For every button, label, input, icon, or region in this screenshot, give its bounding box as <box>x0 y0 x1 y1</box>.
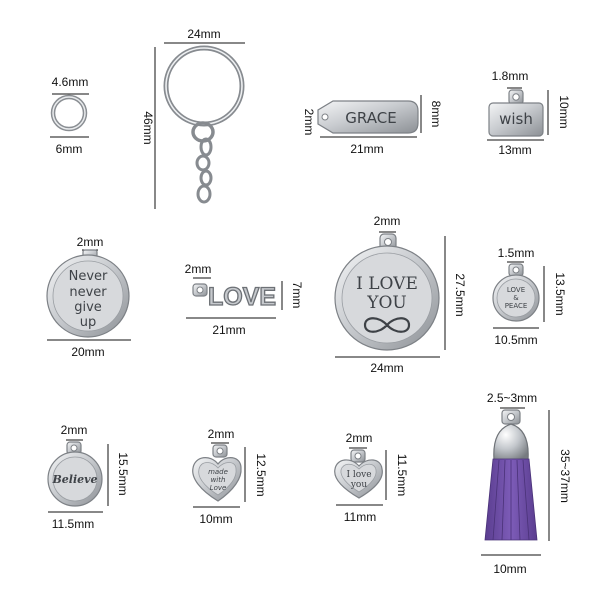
wish-height-label: 10mm <box>557 95 571 128</box>
tassel-item: 2.5~3mm 35~37mm 10mm <box>481 391 572 576</box>
believe-item: 2mm Believe 15.5mm 11.5mm <box>47 423 130 531</box>
grace-tag-hole <box>321 113 329 121</box>
key-ring-length-label: 46mm <box>141 111 155 144</box>
madewithlove-hole <box>216 447 224 455</box>
grace-tag-item: 2mm GRACE 8mm 21mm <box>302 95 443 156</box>
wish-hole-label: 1.8mm <box>492 69 529 83</box>
wish-tag-hole <box>512 93 520 101</box>
iloveyou-heart-item: 2mm I love you 11.5mm 11mm <box>334 431 409 524</box>
iloveyou-round-face <box>341 252 433 344</box>
iloveyou-round-hole-label: 2mm <box>374 214 401 228</box>
jump-ring-outer-label: 6mm <box>56 142 83 156</box>
madewithlove-line1: made <box>208 468 228 476</box>
key-ring-width-label: 24mm <box>187 27 220 41</box>
infinity-icon <box>363 317 411 333</box>
love-charm-text: LOVE <box>208 283 276 311</box>
madewithlove-height-label: 12.5mm <box>254 453 268 496</box>
key-ring-icon <box>163 45 245 204</box>
wish-tag-body <box>488 102 544 137</box>
grace-width-label: 21mm <box>350 142 383 156</box>
iloveyou-heart-line1: I love <box>346 470 371 480</box>
never-hole-label: 2mm <box>77 235 104 249</box>
believe-charm-hole <box>70 444 78 452</box>
tassel-cap <box>493 423 529 461</box>
jump-ring-item: 4.6mm 6mm <box>50 75 89 156</box>
believe-hole-label: 2mm <box>61 423 88 437</box>
love-charm-hole <box>196 286 204 294</box>
wish-tag-text: wish <box>499 110 533 128</box>
believe-charm-face <box>52 456 98 502</box>
believe-height-label: 15.5mm <box>116 452 130 495</box>
never-line4: up <box>80 315 97 330</box>
peace-height-label: 13.5mm <box>553 272 567 315</box>
peace-line1: LOVE <box>507 286 525 294</box>
iloveyou-heart-hole-label: 2mm <box>346 431 373 445</box>
iloveyou-round-line2: YOU <box>366 293 407 313</box>
peace-width-label: 10.5mm <box>494 333 537 347</box>
peace-charm-hole <box>512 266 520 274</box>
never-line2: never <box>69 285 107 300</box>
tassel-width-label: 10mm <box>493 562 526 576</box>
love-charm-item: 2mm LOVE 7mm 21mm <box>185 262 304 337</box>
tassel-hole-label: 2.5~3mm <box>487 391 537 405</box>
iloveyou-heart-line2: you <box>350 480 368 490</box>
grace-tag-text: GRACE <box>345 109 396 127</box>
love-peace-item: 1.5mm LOVE & PEACE 13.5mm 10.5mm <box>492 246 567 347</box>
wish-width-label: 13mm <box>498 143 531 157</box>
made-with-love-item: 2mm made with Love 12.5mm 10mm <box>192 427 268 526</box>
iloveyou-heart-width-label: 11mm <box>344 510 376 524</box>
madewithlove-line2: with <box>211 476 226 484</box>
believe-width-label: 11.5mm <box>52 517 94 531</box>
iloveyou-round-item: 2mm I LOVE YOU 27.5mm 24mm <box>334 214 467 375</box>
grace-hole-label: 2mm <box>302 109 316 136</box>
madewithlove-hole-label: 2mm <box>208 427 235 441</box>
jump-ring-inner-label: 4.6mm <box>52 75 89 89</box>
madewithlove-face <box>198 462 237 496</box>
tassel-length-label: 35~37mm <box>558 449 572 503</box>
believe-text: Believe <box>51 473 97 486</box>
love-hole-label: 2mm <box>185 262 212 276</box>
love-height-label: 7mm <box>290 282 304 309</box>
tassel-strands <box>492 459 530 541</box>
never-line1: Never <box>69 269 108 284</box>
jump-ring-icon <box>50 94 88 132</box>
grace-height-label: 8mm <box>429 101 443 128</box>
madewithlove-width-label: 10mm <box>199 512 232 526</box>
iloveyou-round-hole <box>384 238 392 246</box>
peace-line3: PEACE <box>505 302 528 310</box>
love-width-label: 21mm <box>212 323 245 337</box>
iloveyou-round-line1: I LOVE <box>356 274 418 294</box>
iloveyou-heart-hole <box>354 452 362 460</box>
wish-tag-item: 1.8mm wish 10mm 13mm <box>487 69 571 157</box>
madewithlove-line3: Love <box>210 484 227 492</box>
iloveyou-heart-face <box>340 463 377 493</box>
never-give-up-item: 2mm Never never give up 20mm <box>46 235 131 359</box>
iloveyou-round-width-label: 24mm <box>370 361 403 375</box>
tassel-hole <box>507 413 515 421</box>
peace-charm-face <box>496 278 536 318</box>
iloveyou-heart-height-label: 11.5mm <box>395 454 409 496</box>
key-ring-item: 24mm 46mm <box>141 27 245 209</box>
peace-line2: & <box>513 294 519 302</box>
never-width-label: 20mm <box>71 345 104 359</box>
never-charm-face <box>52 260 124 332</box>
peace-hole-label: 1.5mm <box>498 246 535 260</box>
iloveyou-round-height-label: 27.5mm <box>453 273 467 316</box>
never-line3: give <box>74 300 102 315</box>
grace-tag-body <box>317 100 419 134</box>
